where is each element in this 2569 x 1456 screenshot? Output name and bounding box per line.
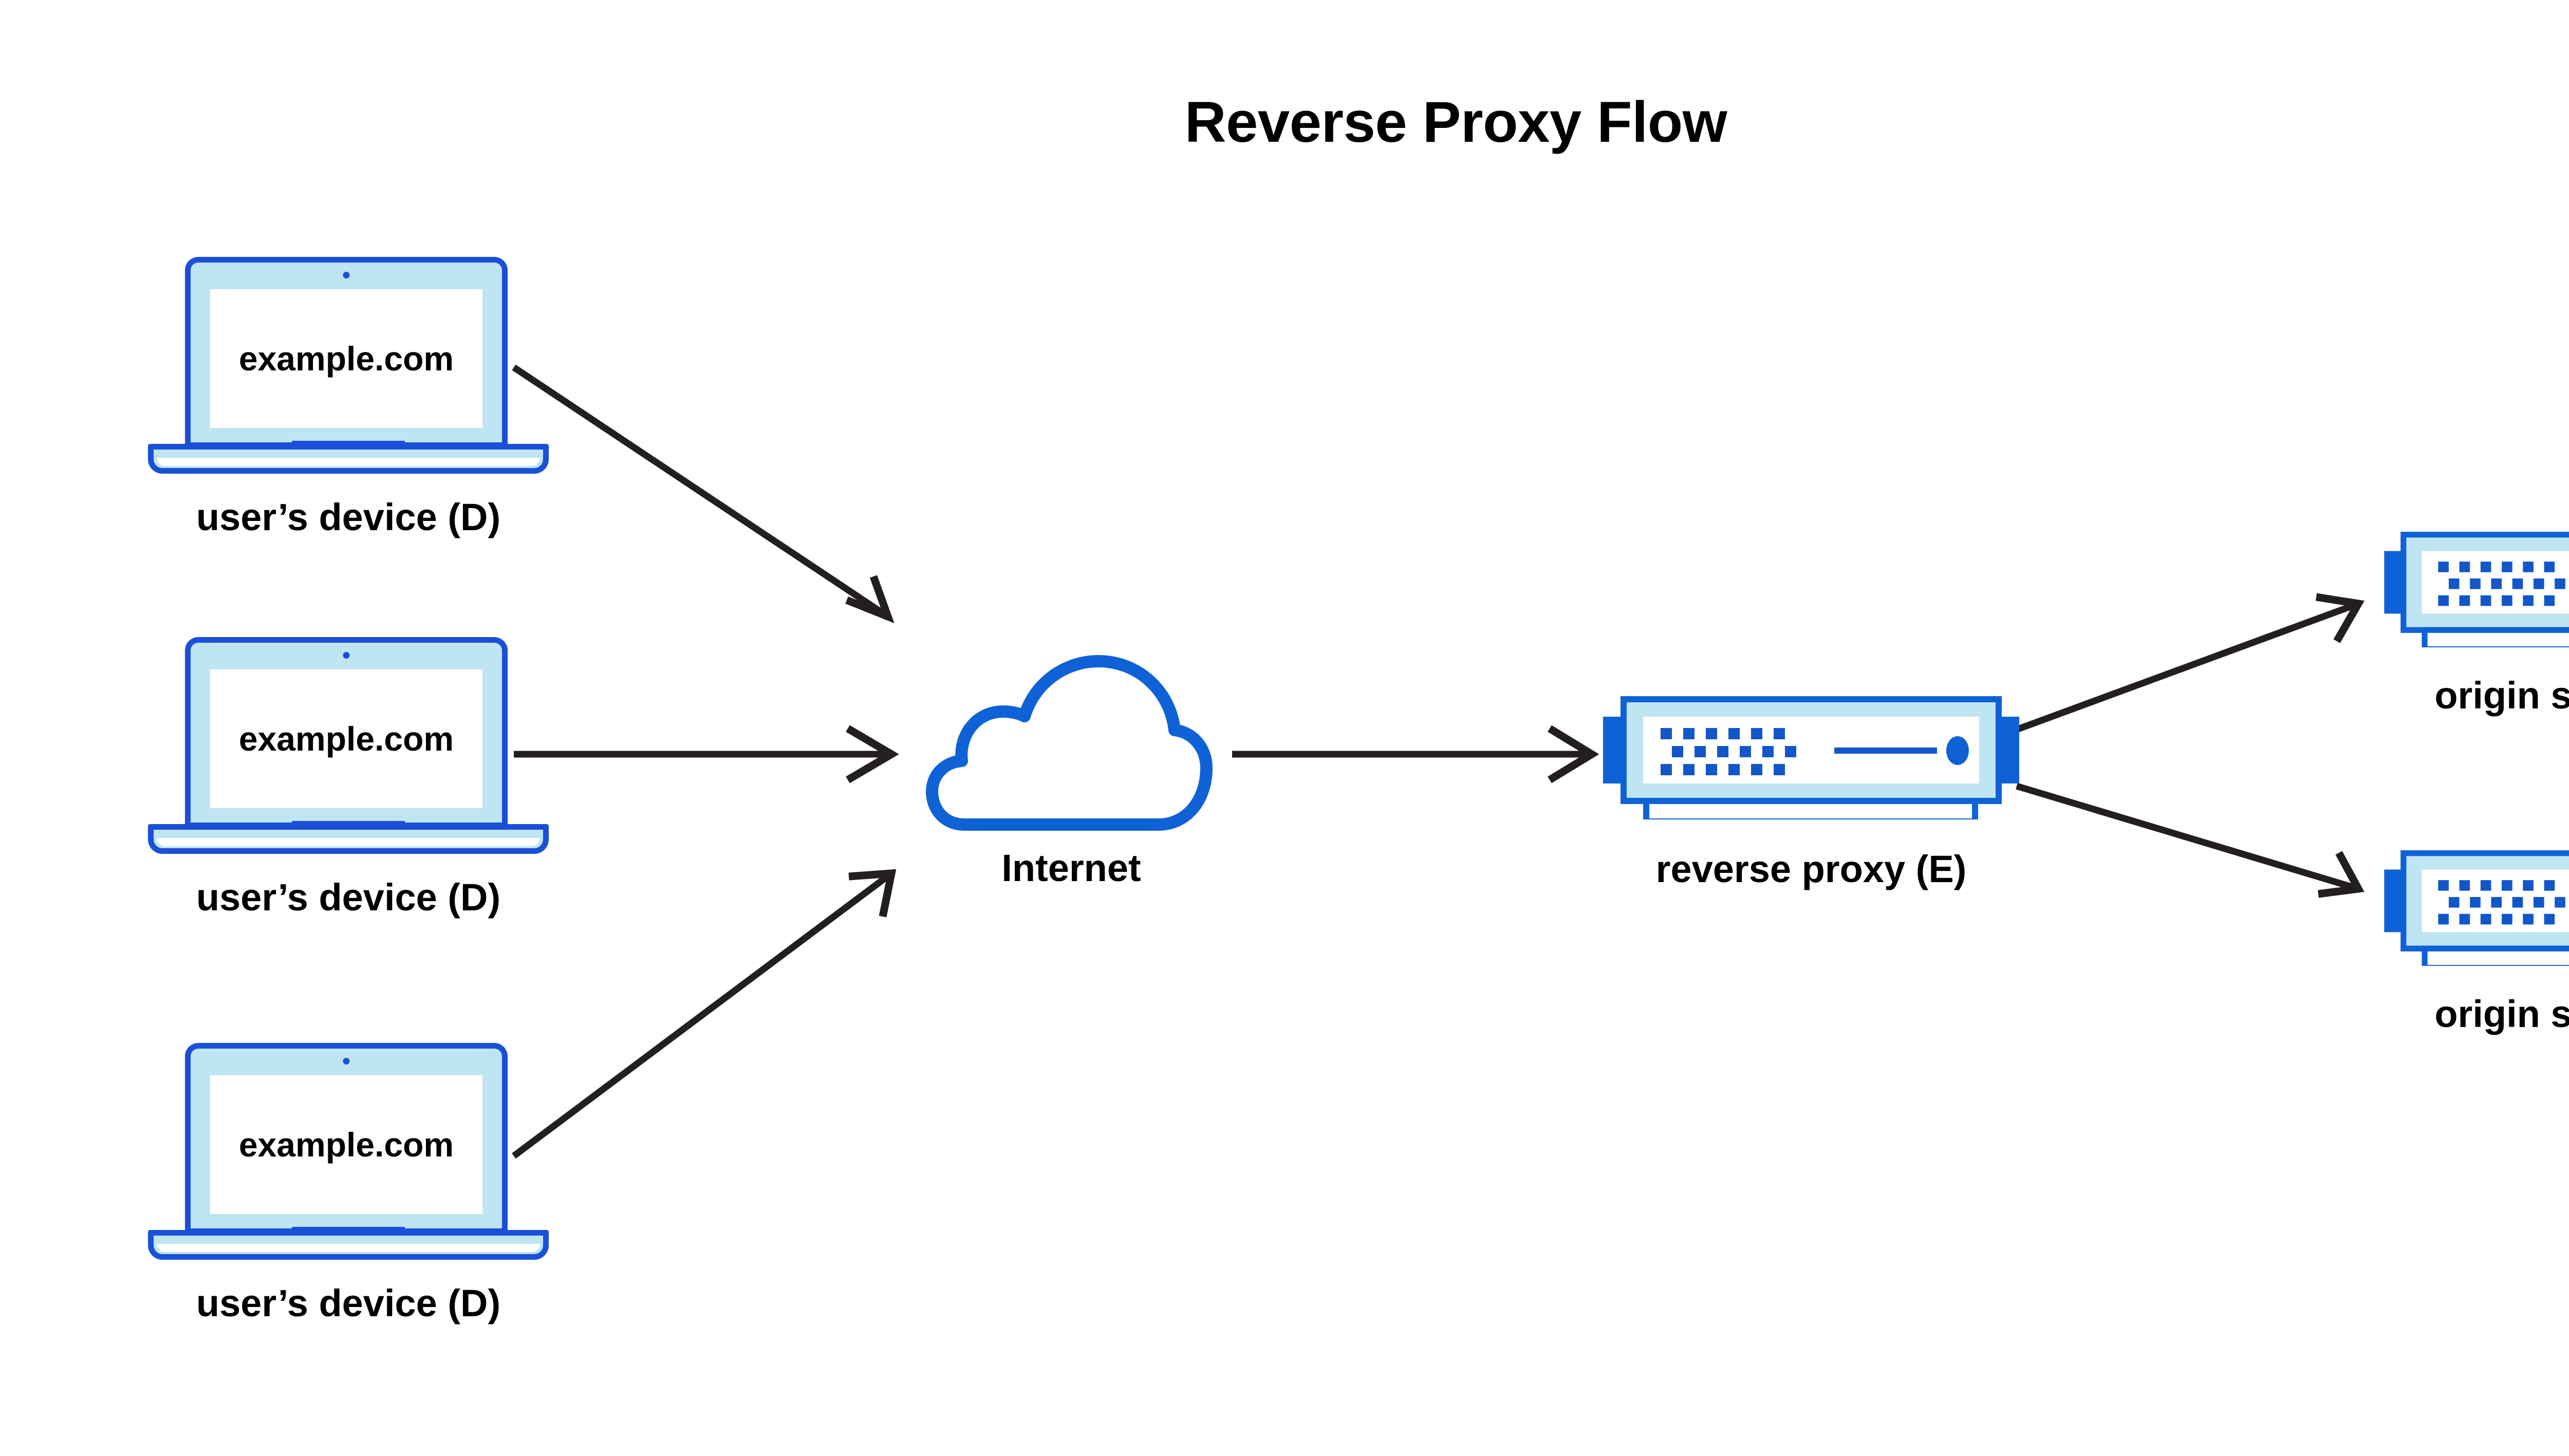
node-caption-reverse-proxy: reverse proxy (E) — [1655, 848, 1967, 890]
camera-dot-icon — [343, 272, 350, 278]
cloud-icon — [925, 640, 1213, 835]
node-caption-client-2: user’s device (D) — [196, 876, 501, 919]
node-caption-origin-1: origin server (F) — [2434, 674, 2569, 717]
node-client-3[interactable]: example.com user’s device (D) — [148, 1043, 549, 1322]
node-caption-origin-2: origin server (F) — [2434, 993, 2569, 1035]
laptop-base-highlight — [157, 1244, 540, 1252]
edge-proxy-origin1 — [2015, 593, 2365, 733]
laptop-icon: example.com — [148, 637, 549, 858]
edge-client1-internet — [512, 364, 895, 624]
node-internet[interactable]: Internet — [925, 640, 1213, 887]
screen-url-text: example.com — [238, 720, 454, 758]
edge-client3-internet — [512, 869, 897, 1159]
screen-url-text: example.com — [238, 340, 454, 378]
server-icon — [2384, 532, 2569, 647]
server-icon — [1603, 696, 2019, 819]
node-reverse-proxy[interactable]: reverse proxy (E) — [1603, 696, 2019, 888]
laptop-icon: example.com — [148, 1043, 549, 1264]
camera-dot-icon — [343, 1058, 350, 1065]
laptop-icon: example.com — [148, 257, 549, 478]
server-icon — [2384, 850, 2569, 966]
screen-url-text: example.com — [238, 1126, 454, 1164]
laptop-lid: example.com — [185, 1043, 508, 1234]
laptop-base — [148, 1230, 549, 1260]
edge-proxy-origin2 — [2016, 782, 2365, 898]
page-title: Reverse Proxy Flow — [1184, 90, 1727, 154]
edge-client2-internet — [514, 725, 899, 783]
node-origin-2[interactable]: origin server (F) — [2384, 850, 2569, 1033]
node-caption-client-1: user’s device (D) — [196, 496, 501, 538]
laptop-screen: example.com — [210, 1075, 482, 1214]
camera-dot-icon — [343, 652, 350, 659]
laptop-screen: example.com — [210, 289, 482, 428]
laptop-base — [148, 824, 549, 854]
laptop-base-highlight — [157, 838, 540, 846]
laptop-base-highlight — [157, 458, 540, 466]
laptop-base — [148, 444, 549, 474]
node-client-2[interactable]: example.com user’s device (D) — [148, 637, 549, 917]
node-caption-client-3: user’s device (D) — [196, 1282, 501, 1324]
node-origin-1[interactable]: origin server (F) — [2384, 532, 2569, 715]
node-caption-internet: Internet — [1001, 847, 1141, 889]
laptop-lid: example.com — [185, 637, 508, 828]
edge-internet-proxy — [1232, 725, 1599, 783]
laptop-lid: example.com — [185, 257, 508, 448]
laptop-screen: example.com — [210, 669, 482, 808]
node-client-1[interactable]: example.com user’s device (D) — [148, 257, 549, 536]
